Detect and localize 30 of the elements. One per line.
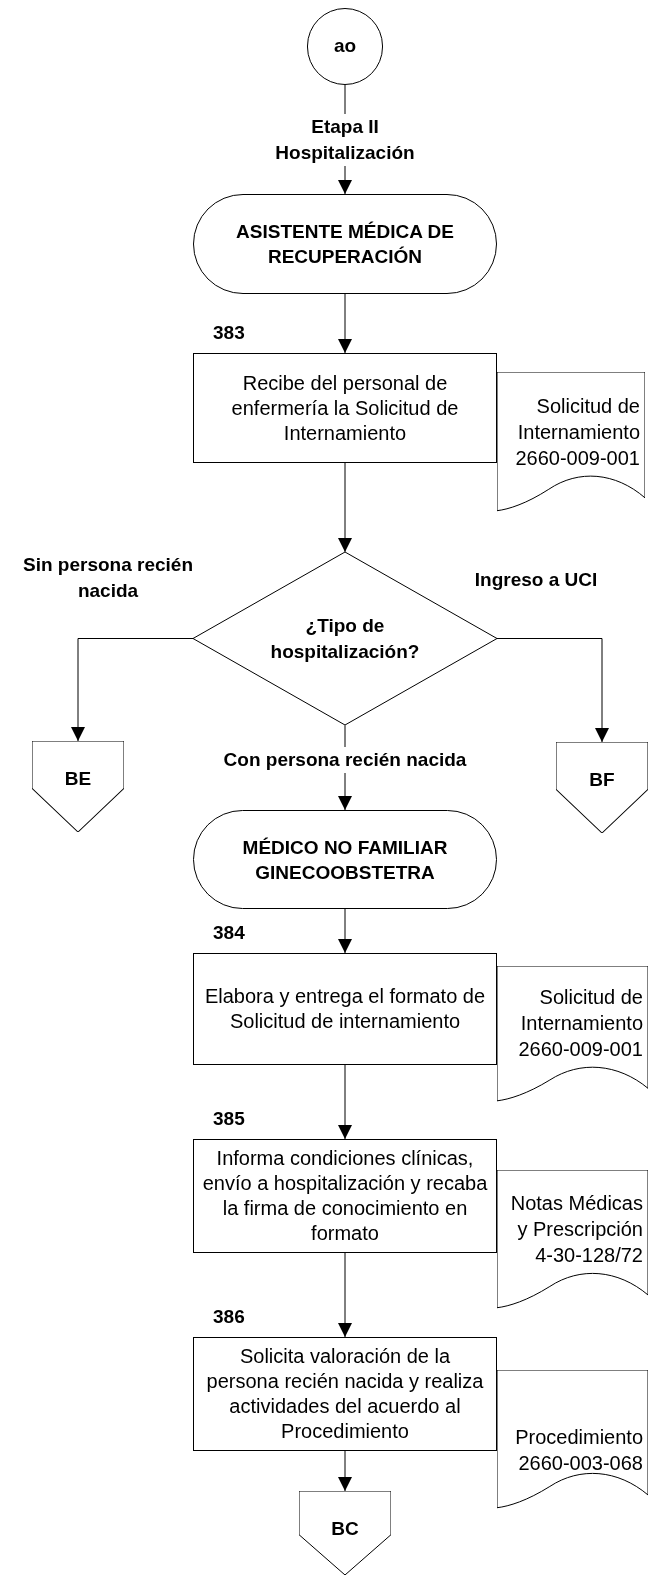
node-text: Recibe del personal de enfermería la Solicitud de Internamiento	[230, 370, 460, 446]
step-number: 383	[213, 322, 245, 344]
node-text: Notas Médicas y Prescripción 4-30-128/72	[509, 1190, 643, 1268]
arrow	[71, 638, 194, 742]
offpage-connector	[32, 741, 124, 832]
step-number: 384	[213, 922, 245, 944]
arrow	[338, 1450, 352, 1492]
node-text: Solicitud de Internamiento 2660-009-001	[514, 393, 640, 471]
node-text: Elabora y entrega el formato de Solicitud de internamiento	[203, 984, 487, 1034]
offpage-connector	[556, 742, 648, 833]
arrow	[338, 293, 352, 354]
node-text: Procedimiento 2660-003-068	[514, 1424, 643, 1476]
arrow	[338, 908, 352, 954]
node-text: Solicita valoración de la persona recién nacida y realiza actividades del acuerdo al Procedimiento	[205, 1344, 485, 1444]
node-text: BE	[64, 767, 92, 791]
node-text: MÉDICO NO FAMILIAR GINECOOBSTETRA	[241, 835, 449, 885]
arrow	[496, 638, 609, 743]
node-text: ASISTENTE MÉDICA DE RECUPERACIÓN	[235, 220, 455, 269]
step-number: 385	[213, 1108, 245, 1130]
arrow	[338, 1064, 352, 1140]
node-text: Solicitud de Internamiento 2660-009-001	[517, 985, 643, 1063]
arrow	[338, 1252, 352, 1338]
node-text: Informa condiciones clínicas, envío a hospitalización y recaba la firma de conocimiento en formato	[202, 1146, 488, 1246]
node-text: BC	[331, 1517, 359, 1541]
node-text: BF	[589, 768, 615, 792]
node-text: ao	[333, 34, 357, 59]
arrow	[338, 462, 352, 553]
step-number: 386	[213, 1306, 245, 1328]
offpage-connector	[299, 1491, 391, 1575]
node-text: ¿Tipo de hospitalización?	[269, 613, 421, 664]
